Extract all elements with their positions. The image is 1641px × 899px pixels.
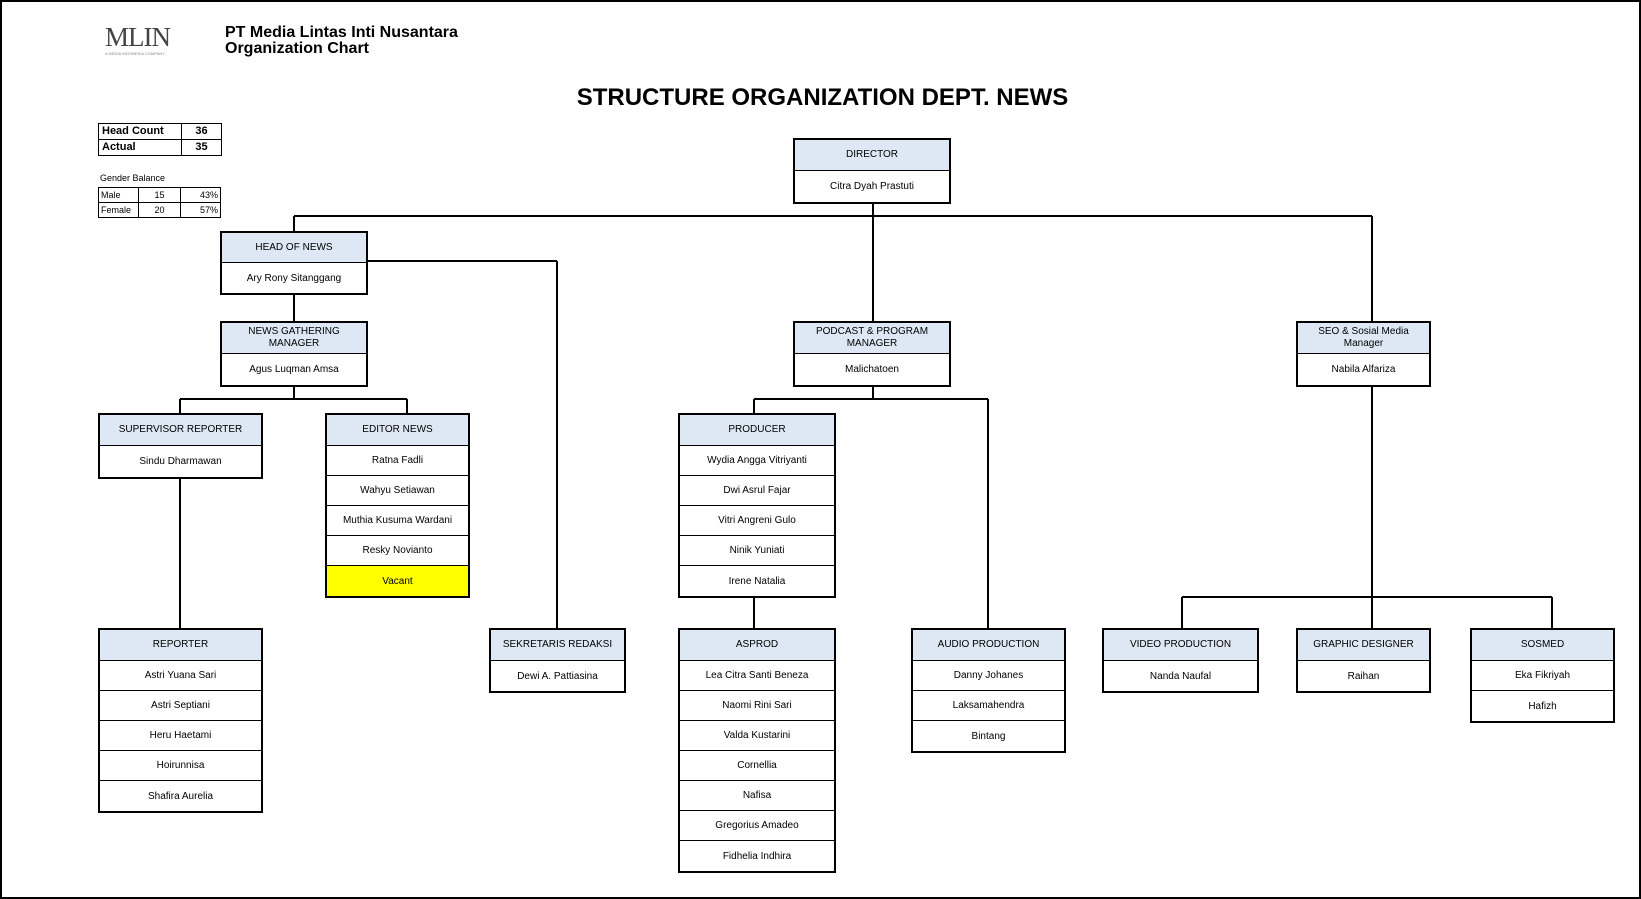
box-title: DIRECTOR [795,140,949,171]
person-name: Nafisa [680,781,834,811]
chart-name: Organization Chart [225,40,370,57]
sekretaris-redaksi-box: SEKRETARIS REDAKSI Dewi A. Pattiasina [489,628,626,693]
box-title: SEO & Sosial Media Manager [1298,323,1429,354]
sosmed-box: SOSMED Eka Fikriyah Hafizh [1470,628,1615,723]
box-title: SUPERVISOR REPORTER [100,415,261,446]
gender-balance-title: Gender Balance [100,173,166,183]
person-name: Citra Dyah Prastuti [830,181,914,192]
company-heading: PT Media Lintas Inti Nusantara Organizat… [225,25,458,57]
person-name: Danny Johanes [913,661,1064,691]
person-name: Nabila Alfariza [1331,364,1396,375]
person-name: Wahyu Setiawan [327,476,468,506]
box-title: AUDIO PRODUCTION [913,630,1064,661]
person-name: Hoirunnisa [100,751,261,781]
editor-news-box: EDITOR NEWS Ratna Fadli Wahyu Setiawan M… [325,413,470,598]
reporter-box: REPORTER Astri Yuana Sari Astri Septiani… [98,628,263,813]
actual-value: 35 [181,139,222,156]
box-title: NEWS GATHERING MANAGER [222,323,366,354]
box-title: GRAPHIC DESIGNER [1298,630,1429,661]
podcast-program-manager-box: PODCAST & PROGRAM MANAGER Malichatoen [793,321,951,387]
box-title: REPORTER [100,630,261,661]
supervisor-reporter-box: SUPERVISOR REPORTER Sindu Dharmawan [98,413,263,479]
news-gathering-manager-box: NEWS GATHERING MANAGER Agus Luqman Amsa [220,321,368,387]
director-box: DIRECTOR Citra Dyah Prastuti [793,138,951,204]
person-name: Wydia Angga Vitriyanti [680,446,834,476]
person-name: Sindu Dharmawan [139,456,222,467]
box-title: HEAD OF NEWS [222,233,366,263]
box-title: VIDEO PRODUCTION [1104,630,1257,661]
person-name: Gregorius Amadeo [680,811,834,841]
person-name: Resky Novianto [327,536,468,566]
person-name: Laksamahendra [913,691,1064,721]
logo-tagline: A MEDIA INDONESIA COMPANY [105,51,165,56]
gender-count: 20 [138,202,181,218]
person-name: Agus Luqman Amsa [249,364,339,375]
seo-social-media-manager-box: SEO & Sosial Media Manager Nabila Alfari… [1296,321,1431,387]
person-name: Eka Fikriyah [1472,661,1613,691]
person-name: Ratna Fadli [327,446,468,476]
graphic-designer-box: GRAPHIC DESIGNER Raihan [1296,628,1431,693]
head-count-value: 36 [181,123,222,140]
box-title: EDITOR NEWS [327,415,468,446]
person-name: Fidhelia Indhira [722,850,792,862]
person-name: Dewi A. Pattiasina [517,670,598,682]
person-name: Astri Septiani [100,691,261,721]
gender-row-female: Female 20 57% [98,202,221,218]
person-name: Malichatoen [845,364,899,375]
asprod-box: ASPROD Lea Citra Santi Beneza Naomi Rini… [678,628,836,873]
headcount-row: Head Count 36 [98,123,222,140]
person-name: Muthia Kusuma Wardani [327,506,468,536]
head-of-news-box: HEAD OF NEWS Ary Rony Sitanggang [220,231,368,295]
box-title: PODCAST & PROGRAM MANAGER [795,323,949,354]
box-title: PRODUCER [680,415,834,446]
vacant-position: Vacant [327,566,468,596]
person-name: Lea Citra Santi Beneza [680,661,834,691]
person-name: Valda Kustarini [680,721,834,751]
person-name: Vitri Angreni Gulo [680,506,834,536]
head-count-label: Head Count [98,123,182,140]
gender-percent: 57% [180,202,221,218]
person-name: Dwi Asrul Fajar [680,476,834,506]
box-title: ASPROD [680,630,834,661]
person-name: Irene Natalia [728,575,786,587]
actual-row: Actual 35 [98,139,222,156]
person-name: Astri Yuana Sari [100,661,261,691]
headcount-table: Head Count 36 Actual 35 [98,123,222,156]
person-name: Shafira Aurelia [147,790,214,802]
person-name: Hafizh [1528,700,1557,712]
person-name: Nanda Naufal [1149,670,1212,682]
gender-row-male: Male 15 43% [98,187,221,203]
person-name: Raihan [1347,670,1380,682]
audio-production-box: AUDIO PRODUCTION Danny Johanes Laksamahe… [911,628,1066,753]
person-name: Bintang [971,730,1006,742]
video-production-box: VIDEO PRODUCTION Nanda Naufal [1102,628,1259,693]
person-name: Ary Rony Sitanggang [246,272,342,284]
gender-balance-table: Male 15 43% Female 20 57% [98,187,221,218]
actual-label: Actual [98,139,182,156]
person-name: Heru Haetami [100,721,261,751]
company-logo: MLIN A MEDIA INDONESIA COMPANY [105,24,175,58]
producer-box: PRODUCER Wydia Angga Vitriyanti Dwi Asru… [678,413,836,598]
person-name: Naomi Rini Sari [680,691,834,721]
person-name: Cornellia [680,751,834,781]
page-title: STRUCTURE ORGANIZATION DEPT. NEWS [576,84,1069,111]
logo-text: MLIN [105,22,171,52]
box-title: SOSMED [1472,630,1613,661]
person-name: Ninik Yuniati [680,536,834,566]
company-name: PT Media Lintas Inti Nusantara [225,24,458,41]
box-title: SEKRETARIS REDAKSI [491,630,624,661]
